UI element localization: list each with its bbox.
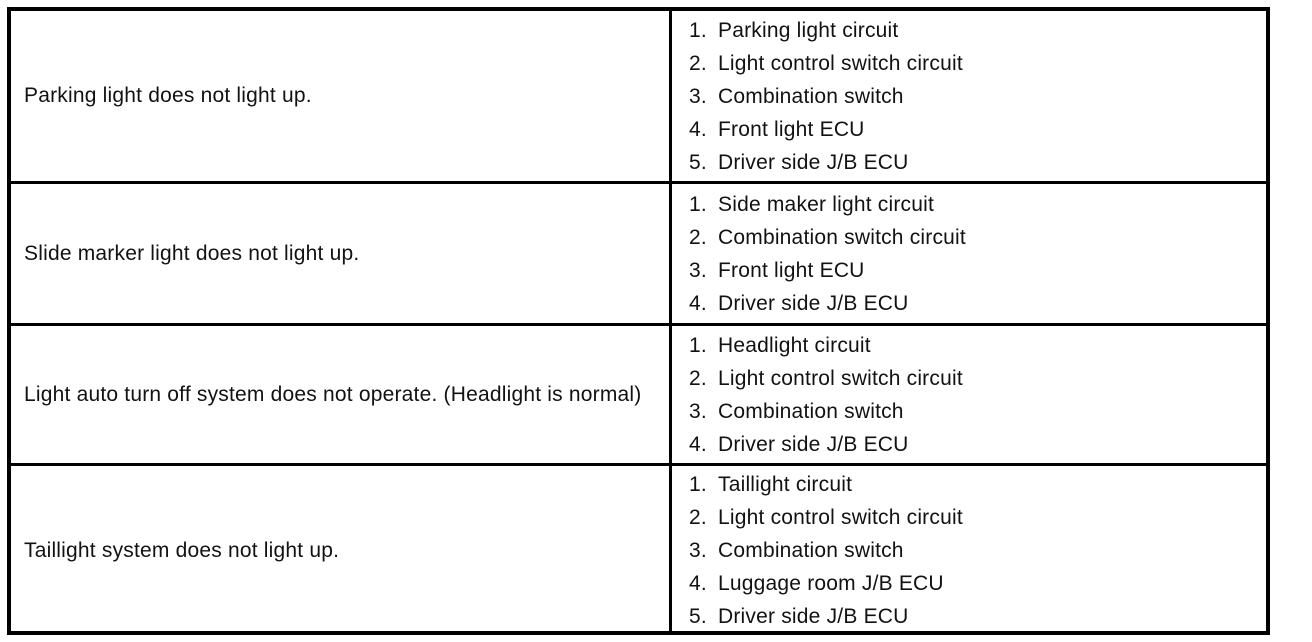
table-row: Taillight system does not light up. 1. T… <box>11 466 1266 635</box>
item-number: 4. <box>689 432 707 456</box>
item-number: 2. <box>689 506 707 529</box>
suspect-area-cell: 1. Side maker light circuit 2. Combinati… <box>672 184 1266 323</box>
item-number: 5. <box>689 605 707 628</box>
item-label: Driver side J/B ECU <box>718 605 909 628</box>
symptom-cell: Light auto turn off system does not oper… <box>11 326 672 463</box>
suspect-area-item: 1. Taillight circuit <box>689 468 1260 501</box>
item-label: Light control switch circuit <box>718 506 963 529</box>
symptom-text: Taillight system does not light up. <box>24 538 340 562</box>
item-number: 2. <box>689 366 707 390</box>
table-body: Parking light does not light up. 1. Park… <box>11 11 1266 635</box>
suspect-area-list: 1. Parking light circuit 2. Light contro… <box>689 14 1260 179</box>
item-number: 4. <box>689 291 707 315</box>
suspect-area-item: 3. Combination switch <box>689 395 1260 428</box>
table-row: Parking light does not light up. 1. Park… <box>11 11 1266 184</box>
item-number: 1. <box>689 192 707 216</box>
suspect-area-item: 2. Light control switch circuit <box>689 47 1260 80</box>
item-label: Front light ECU <box>718 117 865 141</box>
symptom-text: Light auto turn off system does not oper… <box>24 382 642 406</box>
suspect-area-list: 1. Taillight circuit 2. Light control sw… <box>689 468 1260 633</box>
troubleshooting-table: Parking light does not light up. 1. Park… <box>7 7 1270 635</box>
symptom-cell: Taillight system does not light up. <box>11 466 672 635</box>
item-number: 1. <box>689 473 707 496</box>
suspect-area-item: 4. Front light ECU <box>689 113 1260 146</box>
symptom-text: Slide marker light does not light up. <box>24 241 360 265</box>
item-label: Parking light circuit <box>718 18 899 42</box>
item-number: 3. <box>689 399 707 423</box>
suspect-area-item: 3. Combination switch <box>689 534 1260 567</box>
suspect-area-item: 4. Driver side J/B ECU <box>689 287 1260 320</box>
item-label: Taillight circuit <box>718 473 853 496</box>
item-number: 3. <box>689 84 707 108</box>
symptom-cell: Slide marker light does not light up. <box>11 184 672 323</box>
suspect-area-item: 1. Side maker light circuit <box>689 188 1260 221</box>
suspect-area-item: 2. Light control switch circuit <box>689 501 1260 534</box>
item-number: 4. <box>689 572 707 595</box>
item-number: 5. <box>689 150 707 174</box>
suspect-area-cell: 1. Taillight circuit 2. Light control sw… <box>672 466 1266 635</box>
item-label: Combination switch <box>718 84 904 108</box>
item-number: 3. <box>689 539 707 562</box>
item-label: Luggage room J/B ECU <box>718 572 944 595</box>
item-label: Light control switch circuit <box>718 366 963 390</box>
symptom-text: Parking light does not light up. <box>24 84 312 107</box>
suspect-area-cell: 1. Headlight circuit 2. Light control sw… <box>672 326 1266 463</box>
suspect-area-item: 2. Combination switch circuit <box>689 221 1260 254</box>
item-label: Combination switch <box>718 539 904 562</box>
item-label: Light control switch circuit <box>718 51 963 75</box>
suspect-area-item: 4. Luggage room J/B ECU <box>689 567 1260 600</box>
symptom-cell: Parking light does not light up. <box>11 11 672 181</box>
item-number: 3. <box>689 258 707 282</box>
item-number: 2. <box>689 51 707 75</box>
suspect-area-list: 1. Headlight circuit 2. Light control sw… <box>689 329 1260 461</box>
item-label: Driver side J/B ECU <box>718 150 909 174</box>
item-label: Front light ECU <box>718 258 865 282</box>
suspect-area-item: 5. Driver side J/B ECU <box>689 146 1260 179</box>
item-number: 1. <box>689 18 707 42</box>
item-number: 2. <box>689 225 707 249</box>
table-row: Light auto turn off system does not oper… <box>11 326 1266 466</box>
item-label: Driver side J/B ECU <box>718 432 909 456</box>
table-row: Slide marker light does not light up. 1.… <box>11 184 1266 326</box>
item-label: Combination switch <box>718 399 904 423</box>
suspect-area-item: 5. Driver side J/B ECU <box>689 600 1260 633</box>
suspect-area-item: 3. Front light ECU <box>689 254 1260 287</box>
suspect-area-item: 4. Driver side J/B ECU <box>689 428 1260 461</box>
item-label: Driver side J/B ECU <box>718 291 909 315</box>
item-label: Side maker light circuit <box>718 192 935 216</box>
item-label: Combination switch circuit <box>718 225 966 249</box>
suspect-area-item: 3. Combination switch <box>689 80 1260 113</box>
item-label: Headlight circuit <box>718 333 871 357</box>
suspect-area-item: 1. Headlight circuit <box>689 329 1260 362</box>
suspect-area-cell: 1. Parking light circuit 2. Light contro… <box>672 11 1266 181</box>
item-number: 4. <box>689 117 707 141</box>
suspect-area-item: 1. Parking light circuit <box>689 14 1260 47</box>
item-number: 1. <box>689 333 707 357</box>
suspect-area-list: 1. Side maker light circuit 2. Combinati… <box>689 188 1260 320</box>
suspect-area-item: 2. Light control switch circuit <box>689 362 1260 395</box>
